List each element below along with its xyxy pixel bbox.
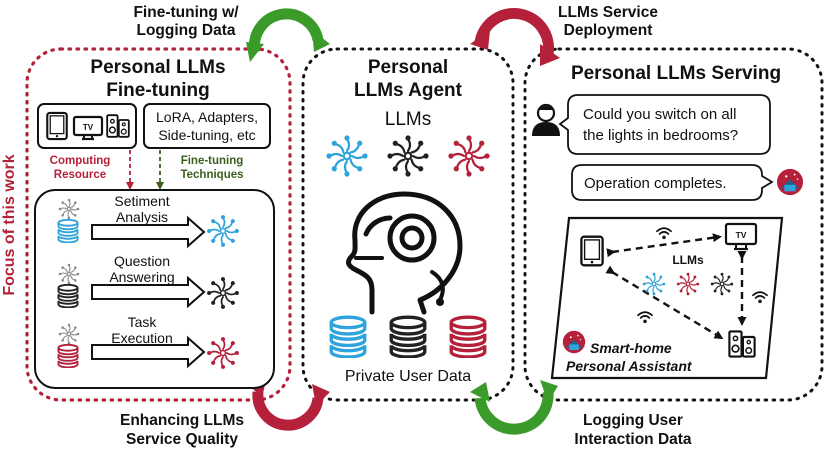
task-arrow xyxy=(91,335,206,369)
user-message-line-2: the lights in bedrooms? xyxy=(583,127,738,144)
agent-title-line-2: LLMs Agent xyxy=(354,80,463,101)
assistant-caption-line-1: Smart-home xyxy=(590,340,672,356)
finetune-title-line-1: Personal LLMs xyxy=(90,57,225,78)
database-icon xyxy=(57,218,79,243)
top-left-label-line-1: Fine-tuning w/ xyxy=(133,4,239,21)
task-row-sentiment xyxy=(57,198,240,249)
assistant-reply-bubble xyxy=(571,164,774,201)
bottom-left-label-line-2: Service Quality xyxy=(126,431,238,448)
user-message-line-1: Could you switch on all xyxy=(583,106,736,123)
database-icon xyxy=(389,315,427,358)
tv-icon xyxy=(72,115,104,141)
assistant-reply-text: Operation completes. xyxy=(584,175,727,192)
bottom-left-label-line-1: Enhancing LLMs xyxy=(120,412,244,429)
techniques-line-2: Side-tuning, etc xyxy=(158,127,255,143)
tablet-tv-connection xyxy=(606,233,722,258)
tv-icon xyxy=(724,222,758,251)
tv-icon-label: TV xyxy=(83,123,94,132)
tablet-icon xyxy=(46,111,68,141)
tv-icon-label: TV xyxy=(736,230,747,240)
task-label-line-1: Task xyxy=(128,314,158,330)
database-icon xyxy=(449,315,487,358)
serving-title: Personal LLMs Serving xyxy=(571,63,781,84)
llm-model-icon xyxy=(386,134,430,178)
user-message-bubble xyxy=(558,94,771,155)
task-row-question-answering xyxy=(57,263,240,310)
task-arrow xyxy=(91,215,206,249)
task-label-line-1: Question xyxy=(114,253,170,269)
finetune-panel-border xyxy=(25,47,292,402)
recycle-arrow-icon xyxy=(470,380,558,435)
agent-llms-label: LLMs xyxy=(385,109,431,130)
task-label-line-2: Execution xyxy=(111,330,172,346)
computing-resource-line-1: Computing xyxy=(50,155,111,167)
bottom-right-label-line-2: Interaction Data xyxy=(574,431,692,448)
finetuning-techniques-line-1: Fine-tuning xyxy=(181,155,244,167)
user-icon xyxy=(532,103,560,136)
database-icon xyxy=(57,343,79,368)
task-label-line-2: Analysis xyxy=(116,209,168,225)
techniques-box xyxy=(143,103,271,149)
task-label-line-2: Answering xyxy=(109,269,174,285)
assistant-caption-line-2: Personal Assistant xyxy=(566,358,693,374)
database-icon xyxy=(329,315,367,358)
top-right-label-line-2: Deployment xyxy=(564,22,653,39)
task-label-line-1: Setiment xyxy=(114,193,169,209)
task-row-task-execution xyxy=(57,323,240,370)
top-left-label-line-2: Logging Data xyxy=(136,22,235,39)
tablet-icon xyxy=(580,235,604,267)
serving-panel-border xyxy=(523,47,824,402)
techniques-line-1: LoRA, Adapters, xyxy=(156,109,258,125)
serving-llms-label: LLMs xyxy=(672,253,704,267)
finetune-title-line-2: Fine-tuning xyxy=(106,80,209,101)
assistant-icon xyxy=(562,330,586,354)
llm-model-icon xyxy=(447,134,491,178)
top-right-label-line-1: LLMs Service xyxy=(558,4,658,21)
tablet-speaker-connection xyxy=(605,265,724,340)
computing-resource-line-2: Resource xyxy=(54,169,106,181)
bottom-right-label-line-1: Logging User xyxy=(583,412,683,429)
assistant-icon xyxy=(776,168,804,196)
recycle-arrow-icon xyxy=(246,8,330,62)
agent-title-line-1: Personal xyxy=(368,57,448,78)
private-data-label: Private User Data xyxy=(345,368,471,385)
finetuning-techniques-line-2: Techniques xyxy=(180,169,243,181)
focus-label: Focus of this work xyxy=(1,154,18,295)
database-icon xyxy=(57,283,79,308)
agent-panel-border xyxy=(301,47,515,402)
task-arrow xyxy=(91,275,206,309)
robot-head-icon xyxy=(346,191,463,315)
recycle-arrow-icon xyxy=(470,7,560,66)
llm-model-icon xyxy=(325,134,369,178)
